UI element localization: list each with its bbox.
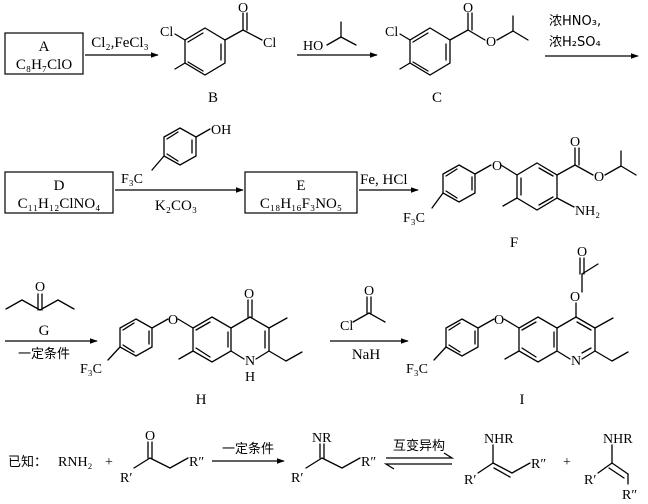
known-amine: RNH₂ bbox=[58, 455, 93, 470]
arrow-D-to-E: OH F₃C K₂CO₃ bbox=[115, 123, 244, 214]
I-ring-nitrogen: N bbox=[571, 354, 581, 369]
F-ester-oxygen: O bbox=[594, 170, 604, 185]
imine-r-prime: R′ bbox=[291, 471, 303, 486]
I-ether-oxygen: O bbox=[494, 313, 504, 328]
enamine1-r-double-prime: R″ bbox=[531, 457, 546, 472]
box-A: A C₈H₇ClO bbox=[4, 32, 84, 75]
F-amino-group: NH₂ bbox=[575, 204, 600, 219]
known-prefix: 已知： bbox=[8, 454, 47, 470]
B-acyl-chloride-cl: Cl bbox=[263, 36, 276, 51]
H-carbonyl-oxygen: O bbox=[244, 287, 254, 302]
box-D-formula: C₁₁H₁₂ClNO₄ bbox=[18, 196, 101, 212]
reagent-nah: NaH bbox=[352, 347, 380, 363]
compound-I: O O O N F₃C I bbox=[406, 245, 629, 408]
enamine2-r-prime: R′ bbox=[584, 473, 596, 488]
H-ring-nitrogen: N bbox=[245, 354, 255, 369]
label-C: C bbox=[432, 90, 442, 106]
ketone-r-double-prime: R″ bbox=[189, 455, 204, 470]
I-acetyl-carbonyl-oxygen: O bbox=[577, 245, 587, 260]
enamine2-r-double-prime: R″ bbox=[622, 488, 637, 503]
reagent-conc-h2so4: 浓H₂SO₄ bbox=[549, 35, 601, 50]
label-B: B bbox=[208, 90, 218, 106]
reagent-conc-hno3: 浓HNO₃, bbox=[549, 14, 601, 29]
conditions-certain: 一定条件 bbox=[18, 346, 70, 362]
box-A-formula: C₈H₇ClO bbox=[16, 57, 72, 73]
compound-B: Cl O Cl B bbox=[160, 1, 276, 106]
enamine1-r-prime: R′ bbox=[464, 473, 476, 488]
box-D: D C₁₁H₁₂ClNO₄ bbox=[4, 171, 114, 214]
arrow-B-to-C: HO bbox=[297, 21, 378, 58]
imine-nr: NR bbox=[312, 431, 332, 446]
known-plus-1: + bbox=[105, 455, 113, 470]
arrow-A-to-B: Cl₂,FeCl₃ bbox=[85, 35, 159, 58]
compound-F: O O O NH₂ F₃C F bbox=[403, 135, 637, 251]
known-arrow-conditions: 一定条件 bbox=[222, 441, 274, 457]
box-A-name: A bbox=[39, 39, 50, 55]
box-D-name: D bbox=[54, 178, 65, 194]
box-E: E C₁₈H₁₆F₃NO₅ bbox=[244, 171, 358, 214]
arrow-to-H: 一定条件 bbox=[5, 338, 98, 362]
F-cf3-group: F₃C bbox=[403, 211, 425, 226]
label-I: I bbox=[520, 392, 525, 408]
isopropanol-ho: HO bbox=[303, 39, 323, 54]
arrow-H-to-I: Cl O NaH bbox=[330, 284, 409, 363]
G-carbonyl-oxygen: O bbox=[35, 280, 45, 295]
arrow-C-to-D: 浓HNO₃, 浓H₂SO₄ bbox=[545, 14, 639, 59]
ketone-oxygen: O bbox=[145, 429, 155, 444]
box-E-formula: C₁₈H₁₆F₃NO₅ bbox=[260, 196, 342, 212]
compound-C: Cl O O C bbox=[385, 1, 529, 106]
label-F: F bbox=[510, 235, 518, 251]
known-reaction: 已知： RNH₂ + O R′ R″ 一定条件 NR R′ R″ 互变异构 bbox=[8, 429, 637, 503]
arrow-E-to-F: Fe, HCl bbox=[359, 172, 419, 193]
phenol-oh: OH bbox=[211, 123, 231, 138]
enamine1-nhr: NHR bbox=[484, 432, 514, 447]
C-ester-oxygen: O bbox=[486, 35, 496, 50]
ketone-r-prime: R′ bbox=[120, 471, 132, 486]
known-tautomerism: 互变异构 bbox=[393, 438, 445, 454]
I-ester-oxygen: O bbox=[570, 290, 580, 305]
known-plus-2: + bbox=[563, 455, 571, 470]
H-ether-oxygen: O bbox=[168, 313, 178, 328]
H-cf3-group: F₃C bbox=[80, 362, 102, 377]
label-G: G bbox=[39, 323, 50, 339]
label-H: H bbox=[196, 392, 207, 408]
C-chloro-atom: Cl bbox=[385, 25, 398, 40]
reagent-fe-hcl: Fe, HCl bbox=[360, 172, 408, 188]
acetyl-chloride-cl: Cl bbox=[340, 319, 353, 334]
phenol-cf3: F₃C bbox=[121, 172, 143, 187]
B-chloro-atom: Cl bbox=[160, 25, 173, 40]
box-E-name: E bbox=[296, 178, 305, 194]
B-carbonyl-oxygen: O bbox=[238, 1, 248, 16]
acetyl-chloride-oxygen: O bbox=[364, 284, 374, 299]
I-cf3-group: F₃C bbox=[406, 362, 428, 377]
F-carbonyl-oxygen: O bbox=[570, 135, 580, 150]
F-ether-oxygen: O bbox=[492, 159, 502, 174]
enamine2-nhr: NHR bbox=[603, 432, 633, 447]
compound-H: O O N H F₃C H bbox=[80, 287, 303, 408]
imine-r-double-prime: R″ bbox=[361, 455, 376, 470]
C-carbonyl-oxygen: O bbox=[463, 1, 473, 16]
compound-G: O G bbox=[5, 280, 75, 339]
reagent-k2co3: K₂CO₃ bbox=[155, 198, 197, 214]
H-nh-hydrogen: H bbox=[245, 370, 255, 385]
reagent-cl2-fecl3: Cl₂,FeCl₃ bbox=[91, 35, 149, 51]
